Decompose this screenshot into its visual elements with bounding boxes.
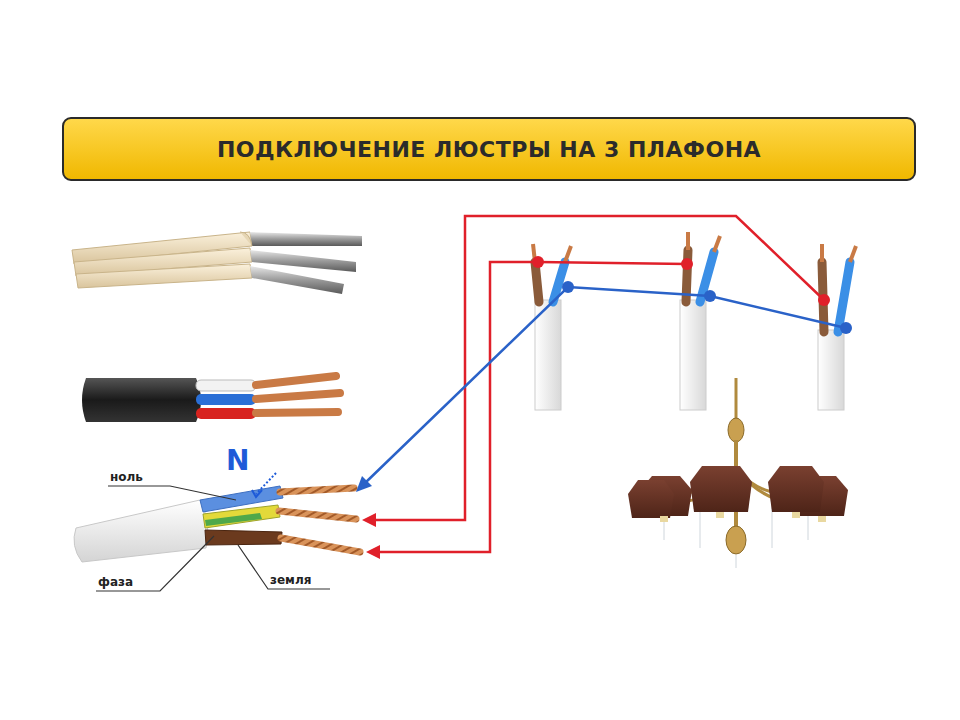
- callout-label: ноль: [110, 470, 143, 484]
- title-text: ПОДКЛЮЧЕНИЕ ЛЮСТРЫ НА 3 ПЛАФОНА: [217, 137, 761, 162]
- callout-letter: N: [226, 444, 249, 477]
- leader-lines: [96, 473, 330, 591]
- title-band: ПОДКЛЮЧЕНИЕ ЛЮСТРЫ НА 3 ПЛАФОНА: [62, 117, 916, 181]
- callout-label: фаза: [98, 575, 133, 589]
- white-cable: [74, 486, 360, 562]
- flat-cable: [72, 232, 362, 294]
- phase-wires: [372, 216, 824, 552]
- neutral-wire: [364, 287, 846, 484]
- phase-arrowheads: [362, 513, 380, 559]
- junction-dots: [532, 256, 852, 334]
- chandelier: [628, 378, 848, 568]
- ceiling-cables: [533, 232, 856, 410]
- callout-label: земля: [270, 573, 311, 587]
- round-cable: [82, 376, 340, 422]
- neutral-arrowhead: [356, 476, 372, 492]
